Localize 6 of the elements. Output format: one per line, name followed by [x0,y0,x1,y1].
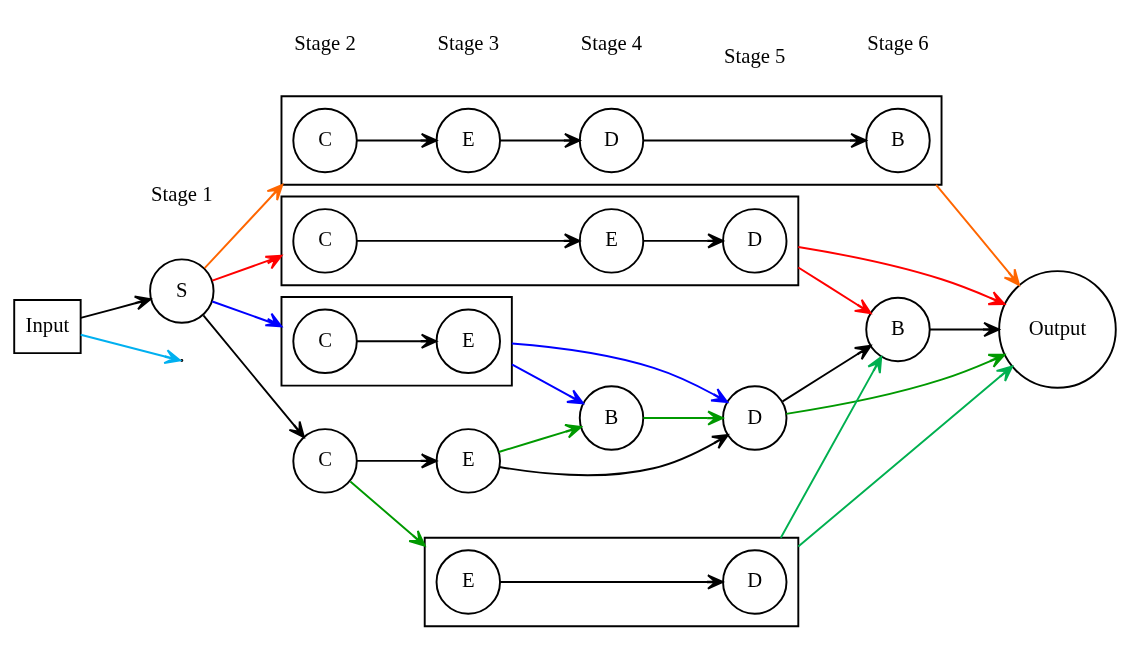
label: Stage 5 [724,45,786,68]
label: Stage 2 [294,31,356,54]
label: Stage 3 [437,31,499,54]
label: Stage 1 [151,182,213,205]
label: Stage 4 [580,31,643,54]
label: Stage 6 [867,31,929,54]
